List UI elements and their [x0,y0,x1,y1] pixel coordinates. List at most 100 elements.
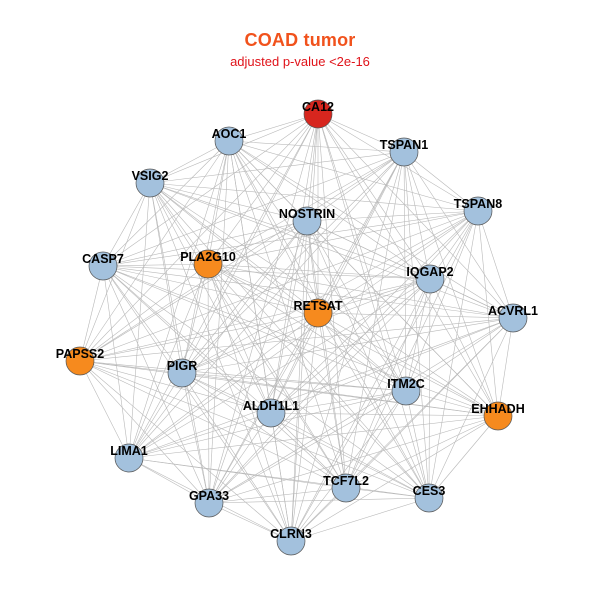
node-TSPAN8 [463,196,493,226]
node-AOC1 [214,126,244,156]
edge [128,220,308,459]
edge [270,412,292,542]
chart-title: COAD tumor [244,30,356,50]
edge [181,263,209,374]
edge [228,140,347,489]
edge [102,210,479,267]
edge [345,278,431,489]
node-label-EHHADH: EHHADH [471,402,524,416]
node-label-VSIG2: VSIG2 [132,169,169,183]
edge [317,312,347,489]
edge [208,497,430,504]
node-IQGAP2 [415,264,445,294]
edge [79,360,430,499]
edge [270,317,514,414]
edge [207,263,292,542]
edge [345,210,479,489]
node-EHHADH [483,401,513,431]
edge [149,182,407,392]
edge [207,263,210,504]
edge [181,312,319,374]
node-PIGR [167,358,197,388]
edge [149,182,209,265]
edge [102,263,209,267]
edge [181,372,210,504]
edge [345,415,499,489]
edge [270,412,430,499]
edge [317,312,514,319]
edge [128,372,183,459]
edge [128,182,151,459]
edge [270,312,319,414]
edge [405,278,431,392]
edge [403,151,499,417]
node-VSIG2 [135,168,165,198]
edge [79,113,319,362]
edge [149,140,230,184]
edge [207,220,308,265]
edge [306,113,319,222]
node-label-LIMA1: LIMA1 [110,444,148,458]
edge [403,151,479,212]
node-TCF7L2 [331,473,361,503]
edge [79,151,405,362]
edge [102,265,210,504]
node-label-PAPSS2: PAPSS2 [56,347,104,361]
edge [102,140,230,267]
edge [181,151,405,374]
edge [207,140,230,265]
edge [79,263,209,362]
edge [128,457,430,499]
node-ACVRL1 [498,303,528,333]
edge [207,263,319,314]
edge [181,372,499,417]
node-LIMA1 [114,443,144,473]
edge [128,457,210,504]
edge [405,390,430,499]
node-label-ITM2C: ITM2C [387,377,425,391]
edge [306,210,479,222]
edge [270,412,347,489]
edge [290,210,479,542]
edge [102,265,130,459]
edge [403,151,407,392]
edge [149,182,319,314]
node-layer [65,99,528,556]
node-PLA2G10 [193,249,223,279]
edge [208,210,479,504]
edge [317,210,479,314]
node-CLRN3 [276,526,306,556]
edge [181,372,430,499]
edge [79,140,230,362]
node-label-CA12: CA12 [302,100,334,114]
node-ALDH1L1 [256,398,286,428]
edge [270,412,499,417]
node-label-TCF7L2: TCF7L2 [323,474,369,488]
edge [181,278,431,374]
edge [79,265,104,362]
node-label-NOSTRIN: NOSTRIN [279,207,335,221]
edge [228,140,319,314]
edge [290,113,319,542]
edge [207,263,499,417]
node-label-GPA33: GPA33 [189,489,229,503]
node-label-PIGR: PIGR [167,359,198,373]
node-CES3 [414,483,444,513]
edge [317,312,407,392]
edge [429,278,514,319]
edge [306,220,499,417]
edge [208,487,347,504]
edge [290,151,405,542]
edge [403,151,430,499]
edge [79,360,499,417]
edge [290,317,514,542]
edge [79,220,308,362]
edge [228,113,319,142]
edge [345,390,407,489]
edge [102,265,183,374]
edge [149,182,430,499]
edge [102,182,151,267]
edge [79,360,347,489]
edge [181,372,407,392]
